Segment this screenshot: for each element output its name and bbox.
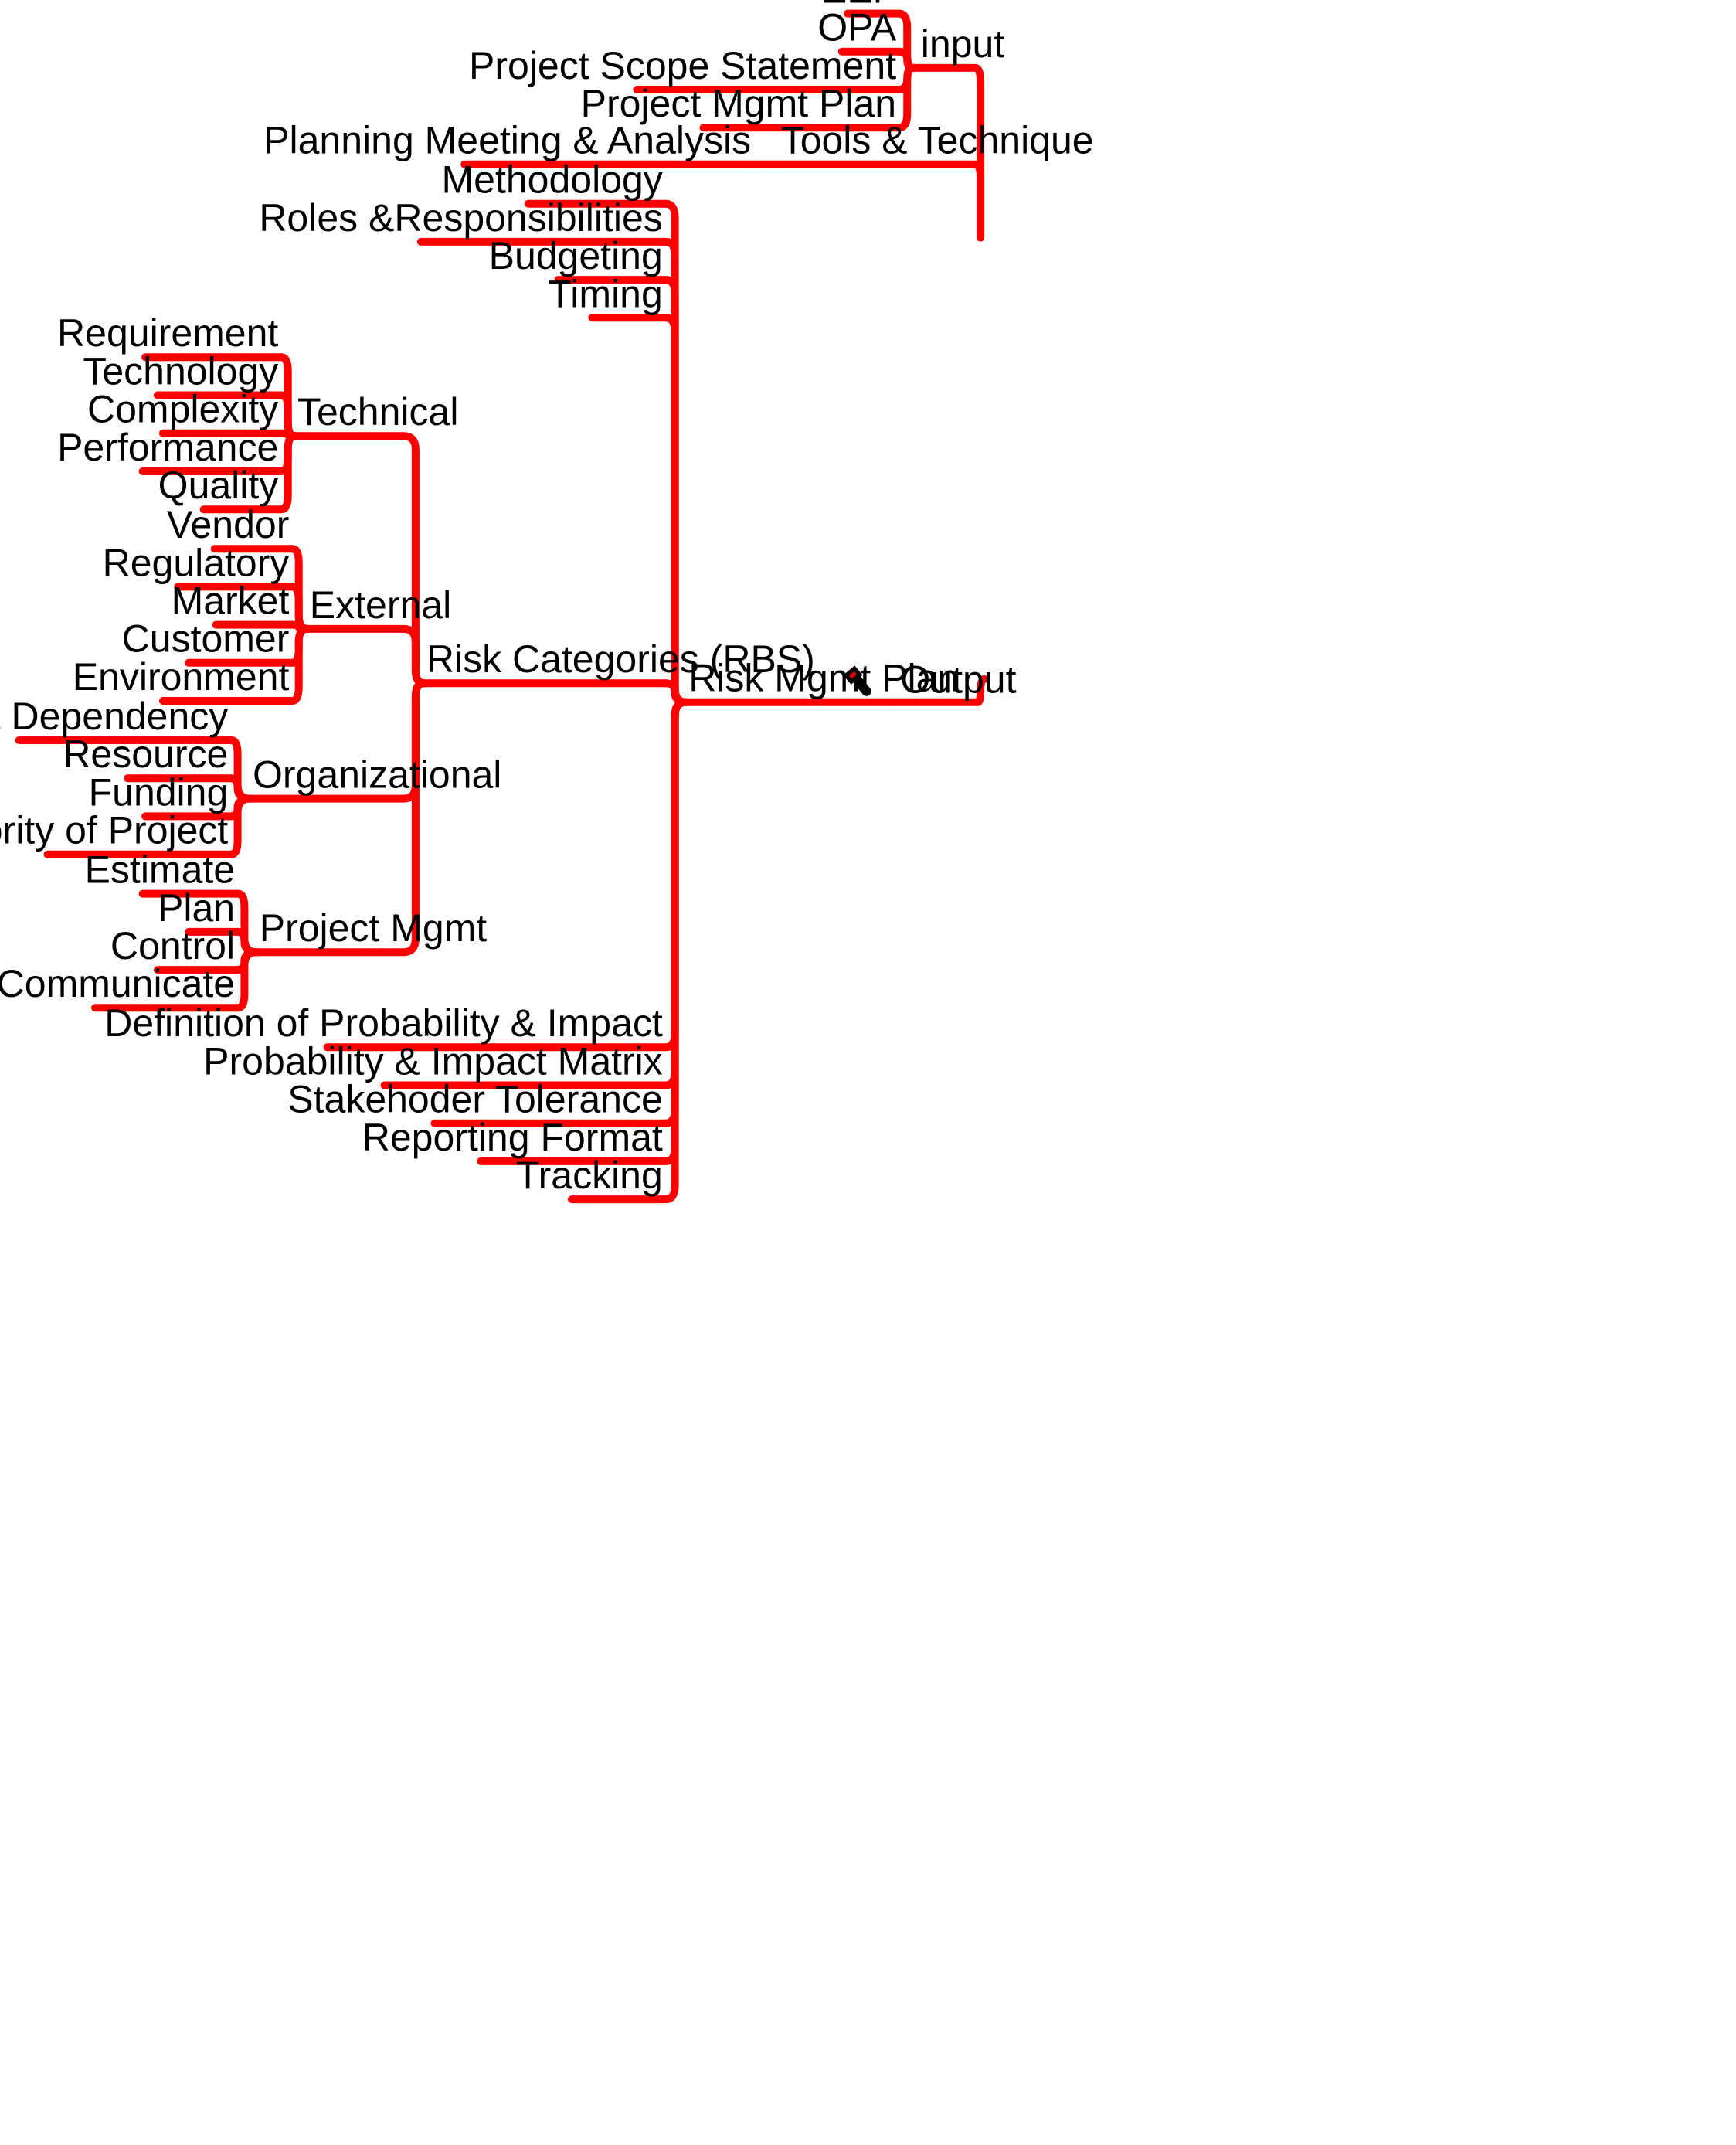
tools-item-planning-meeting-label: Planning Meeting & Analysis	[263, 119, 751, 162]
rbs-group-project-mgmt-item-plan-label: Plan	[158, 886, 235, 930]
rbs-group-organizational-item-resource-label: Resource	[63, 733, 228, 776]
input-item-project-mgmt-plan-connector	[895, 63, 917, 132]
rbs-group-project-mgmt-connector	[399, 679, 428, 957]
rbs-group-organizational-item-project-dependency-label: Project Dependency	[0, 695, 228, 738]
section-tracking-connector	[661, 698, 690, 1204]
rbs-group-project-mgmt-item-communicate-connector	[233, 948, 261, 1012]
rbs-group-project-mgmt-item-communicate-label: Communicate	[0, 962, 235, 1005]
input-node-label: input	[921, 22, 1005, 66]
section-roles-responsibilities-label: Roles &Responsibilities	[259, 196, 662, 240]
rbs-group-technical-item-quality-connector	[277, 432, 299, 514]
rbs-group-organizational-item-funding-label: Funding	[89, 770, 229, 814]
gavel-icon	[843, 665, 871, 696]
rbs-group-project-mgmt-item-control-label: Control	[110, 924, 235, 967]
rbs-group-project-mgmt-item-estimate-label: Estimate	[85, 848, 236, 892]
input-item-project-mgmt-plan-label: Project Mgmt Plan	[581, 82, 896, 125]
output-node-label: Output	[900, 658, 1016, 702]
rbs-group-external-item-market-label: Market	[172, 580, 290, 623]
section-timing-label: Timing	[549, 272, 663, 315]
rbs-group-external-item-environment-connector	[287, 624, 311, 705]
rbs-group-external-item-environment-label: Environment	[73, 655, 290, 699]
rbs-group-external-item-regulatory-label: Regulatory	[103, 541, 290, 584]
rbs-group-technical-item-technology-label: Technology	[83, 350, 278, 393]
rbs-group-project-mgmt-label: Project Mgmt	[260, 906, 488, 950]
rbs-group-organizational-item-priority-of-project-label: Priority of Project	[0, 809, 228, 852]
rbs-group-technical-item-requirement-label: Requirement	[57, 311, 278, 355]
rbs-group-external-connector	[399, 624, 428, 688]
rbs-group-technical-item-quality-label: Quality	[158, 464, 279, 507]
central-node-label: Risk Mgmt Plan	[688, 657, 959, 700]
branch-lines	[15, 9, 989, 1204]
rbs-group-organizational-item-priority-of-project-connector	[226, 794, 254, 858]
rbs-group-organizational-label: Organizational	[253, 753, 501, 797]
rbs-group-technical-item-complexity-label: Complexity	[87, 388, 278, 431]
section-definition-of-probability-impact-label: Definition of Probability & Impact	[104, 1001, 663, 1045]
rbs-group-technical-label: Technical	[297, 390, 458, 433]
input-item-project-scope-statement-label: Project Scope Statement	[469, 44, 896, 87]
input-item-opa-label: OPA	[817, 6, 897, 49]
tools-right-connector	[971, 160, 985, 242]
section-stakehoder-tolerance-label: Stakehoder Tolerance	[287, 1078, 663, 1121]
rbs-group-external-label: External	[310, 583, 451, 627]
section-tracking-label: Tracking	[516, 1154, 663, 1197]
tools-node-label: Tools & Technique	[781, 119, 1094, 162]
input-item-eef-label: EEF	[821, 0, 896, 12]
section-budgeting-label: Budgeting	[489, 234, 663, 277]
section-methodology-label: Methodology	[441, 158, 662, 202]
risk-categories-label: Risk Categories (RBS)	[426, 637, 815, 681]
rbs-group-external-item-vendor-label: Vendor	[167, 503, 289, 546]
rbs-group-technical-item-performance-label: Performance	[57, 426, 278, 469]
section-reporting-format-label: Reporting Format	[362, 1116, 663, 1159]
section-probability-impact-matrix-label: Probability & Impact Matrix	[203, 1039, 663, 1083]
output-right-connector	[973, 675, 989, 706]
rbs-group-external-item-customer-label: Customer	[122, 617, 290, 661]
